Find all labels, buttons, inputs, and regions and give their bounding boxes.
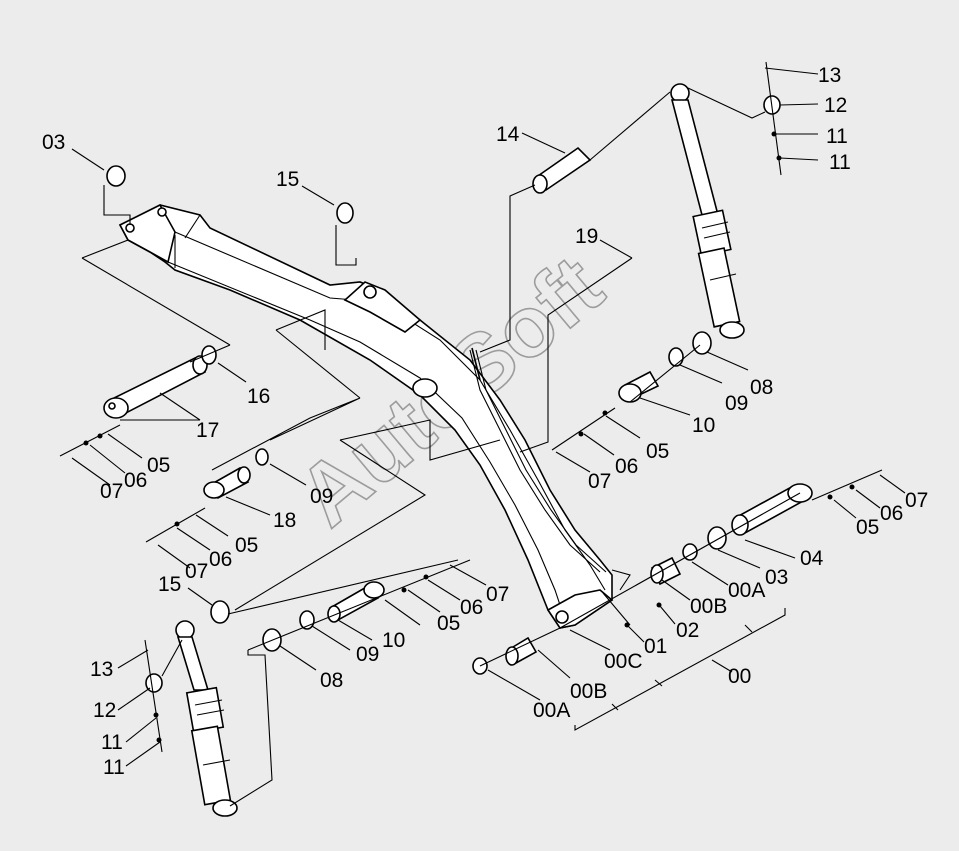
washer-09-right [668, 347, 684, 367]
pin-04 [731, 483, 813, 536]
callout-00A-right: 00A [728, 579, 765, 602]
callout-05-far: 05 [856, 516, 879, 539]
callout-03-bot: 03 [765, 566, 788, 589]
callout-14: 14 [496, 123, 520, 146]
washer-09-mid [255, 448, 269, 466]
pin-18 [203, 466, 251, 500]
callout-07-far: 07 [905, 489, 928, 512]
callout-12-top: 12 [824, 94, 847, 117]
callout-05-mid: 05 [235, 534, 258, 557]
washer-15-bot [210, 600, 230, 624]
callout-01: 01 [644, 635, 667, 658]
callout-19: 19 [575, 225, 598, 248]
boom-body [118, 203, 614, 629]
callout-10-right: 10 [692, 414, 715, 437]
callout-06-bot: 06 [460, 596, 483, 619]
callout-13-top: 13 [818, 64, 841, 87]
callout-08-right: 08 [750, 376, 773, 399]
callout-15-top: 15 [276, 168, 299, 191]
callout-06-far: 06 [880, 502, 903, 525]
pin-10-right [618, 370, 660, 403]
washer-15-top [336, 202, 354, 224]
callout-11-top-b: 11 [829, 151, 851, 174]
pin-17 [103, 355, 208, 419]
callout-11-top-a: 11 [826, 125, 848, 148]
callout-00C: 00C [604, 650, 643, 673]
callout-13-bot: 13 [90, 658, 113, 681]
callout-labels: 03 15 14 13 12 11 11 19 16 17 05 06 07 0… [42, 64, 928, 779]
callout-12-bot: 12 [93, 699, 116, 722]
washer-12-bot [145, 673, 163, 693]
upper-right-cylinder [670, 83, 745, 339]
callout-09-right: 09 [725, 392, 748, 415]
callout-07-right: 07 [588, 470, 611, 493]
callout-07-bot: 07 [486, 583, 509, 606]
callout-00B-right: 00B [690, 595, 727, 618]
callout-06-right: 06 [615, 455, 638, 478]
callout-00B-bot: 00B [570, 680, 607, 703]
callout-09-mid: 09 [310, 485, 333, 508]
washer-03-top [106, 165, 126, 187]
callout-16: 16 [247, 385, 270, 408]
pin-14 [532, 146, 592, 194]
washer-16 [201, 345, 217, 365]
bushing-00B-bot [505, 636, 538, 666]
callout-07-mid: 07 [185, 560, 208, 583]
leader-lines [59, 61, 906, 807]
callout-11-bot-b: 11 [103, 756, 125, 779]
callout-06-mid: 06 [209, 548, 232, 571]
callout-15-bot: 15 [158, 573, 181, 596]
bushing-00B-right [650, 556, 682, 586]
callout-09-bot: 09 [356, 643, 379, 666]
pin-10-bot [327, 581, 385, 623]
callout-03-top: 03 [42, 131, 65, 154]
callout-06-left: 06 [124, 469, 147, 492]
callout-17: 17 [196, 419, 219, 442]
callout-18: 18 [273, 509, 296, 532]
callout-02: 02 [676, 619, 699, 642]
callout-05-bot: 05 [437, 612, 460, 635]
lower-left-cylinder [175, 620, 238, 817]
callout-07-left: 07 [100, 480, 123, 503]
seal-00A-right [682, 543, 698, 561]
callout-11-bot-a: 11 [101, 731, 123, 754]
callout-05-left: 05 [147, 454, 170, 477]
callout-04: 04 [800, 547, 824, 570]
callout-10-bot: 10 [382, 629, 405, 652]
washer-08-right [692, 331, 712, 355]
callout-00A-bot: 00A [533, 699, 570, 722]
callout-08-bot: 08 [320, 669, 343, 692]
callout-00: 00 [728, 665, 751, 688]
washer-03-bot [707, 526, 727, 550]
callout-05-right: 05 [646, 440, 669, 463]
